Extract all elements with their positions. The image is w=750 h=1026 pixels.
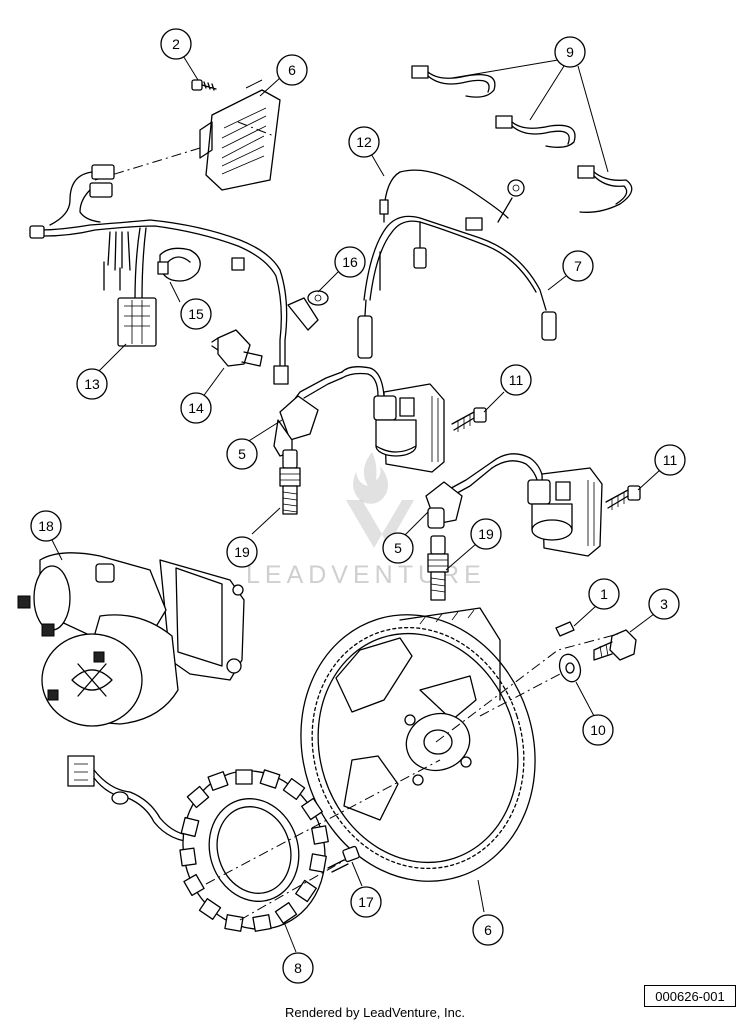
svg-text:19: 19: [234, 544, 250, 560]
ignition-coil-lower: [443, 453, 603, 557]
callout-11-upper: 11: [500, 364, 532, 396]
screw-part-2: [191, 79, 217, 91]
spark-plug-cap-part-5-upper: [273, 395, 319, 457]
callout-2: 2: [160, 28, 192, 60]
callout-10: 10: [582, 714, 614, 746]
svg-text:8: 8: [294, 960, 302, 976]
stator-screw-part-17: [327, 845, 360, 873]
footer-credit: Rendered by LeadVenture, Inc.: [285, 1005, 465, 1020]
svg-text:5: 5: [394, 540, 402, 556]
svg-text:12: 12: [356, 134, 372, 150]
callout-1: 1: [588, 578, 620, 610]
svg-text:9: 9: [566, 44, 574, 60]
svg-text:11: 11: [509, 372, 524, 388]
svg-text:10: 10: [590, 722, 606, 738]
callout-9: 9: [554, 36, 586, 68]
screw-part-11-upper: [451, 407, 487, 432]
callout-14: 14: [180, 392, 212, 424]
callout-12: 12: [348, 126, 380, 158]
spark-plug-cap-part-5-lower: [425, 481, 463, 529]
starter-motor-part-18: [17, 552, 245, 727]
callout-8: 8: [282, 952, 314, 984]
svg-text:14: 14: [188, 400, 204, 416]
callout-4: 6: [276, 54, 308, 86]
callout-17: 17: [350, 886, 382, 918]
wiring-lead-part-7: [357, 215, 557, 359]
watermark-text: LEADVENTURE: [246, 561, 486, 589]
svg-text:1: 1: [600, 586, 608, 602]
callout-5-upper: 5: [226, 438, 258, 470]
callout-5-lower: 5: [382, 532, 414, 564]
reference-number-box: 000626-001: [644, 985, 736, 1007]
callout-11-lower: 11: [654, 444, 686, 476]
flywheel-part-6: [300, 607, 536, 882]
stator-part-8: [67, 755, 329, 932]
svg-text:2: 2: [172, 36, 180, 52]
flywheel-key-part-1: [555, 621, 575, 637]
svg-text:18: 18: [38, 518, 54, 534]
terminal-wire-part-9-b: [495, 115, 576, 148]
flywheel-bolt-part-3: [593, 629, 637, 661]
spark-plug-part-19-lower: [427, 535, 449, 601]
callout-7: 7: [562, 250, 594, 282]
ground-wire-part-12: [379, 169, 525, 223]
washer-part-10: [558, 653, 582, 683]
callout-labels: 2 6 9 12 16 7 15 13 14 11 5 11 18 19 5 1…: [30, 28, 686, 984]
terminal-wire-part-9-c: [577, 165, 633, 213]
leader-lines: [49, 53, 661, 953]
callout-19-upper: 19: [226, 536, 258, 568]
voltage-regulator-part-4: [199, 79, 281, 191]
svg-text:11: 11: [663, 452, 678, 468]
callout-3: 3: [648, 588, 680, 620]
callout-15: 15: [180, 298, 212, 330]
screw-part-11-lower: [605, 485, 641, 510]
svg-text:5: 5: [238, 446, 246, 462]
svg-text:6: 6: [484, 922, 492, 938]
clamp-part-15: [157, 247, 201, 282]
wire-clip-part-16: [287, 290, 329, 331]
svg-text:13: 13: [84, 376, 100, 392]
svg-text:17: 17: [358, 894, 374, 910]
callout-6: 6: [472, 914, 504, 946]
svg-text:3: 3: [660, 596, 668, 612]
oil-pressure-switch-part-14: [211, 329, 263, 367]
wiring-harness-part-13: [29, 164, 289, 385]
callout-13: 13: [76, 368, 108, 400]
svg-text:6: 6: [288, 62, 296, 78]
spark-plug-part-19-upper: [279, 449, 301, 515]
callout-19-lower: 19: [470, 518, 502, 550]
ignition-coil-upper: [293, 366, 445, 473]
svg-text:19: 19: [478, 526, 494, 542]
callout-16: 16: [334, 246, 366, 278]
svg-text:16: 16: [342, 254, 358, 270]
terminal-wire-part-9-a: [411, 65, 496, 98]
svg-text:7: 7: [574, 258, 582, 274]
callout-18: 18: [30, 510, 62, 542]
svg-text:15: 15: [188, 306, 204, 322]
